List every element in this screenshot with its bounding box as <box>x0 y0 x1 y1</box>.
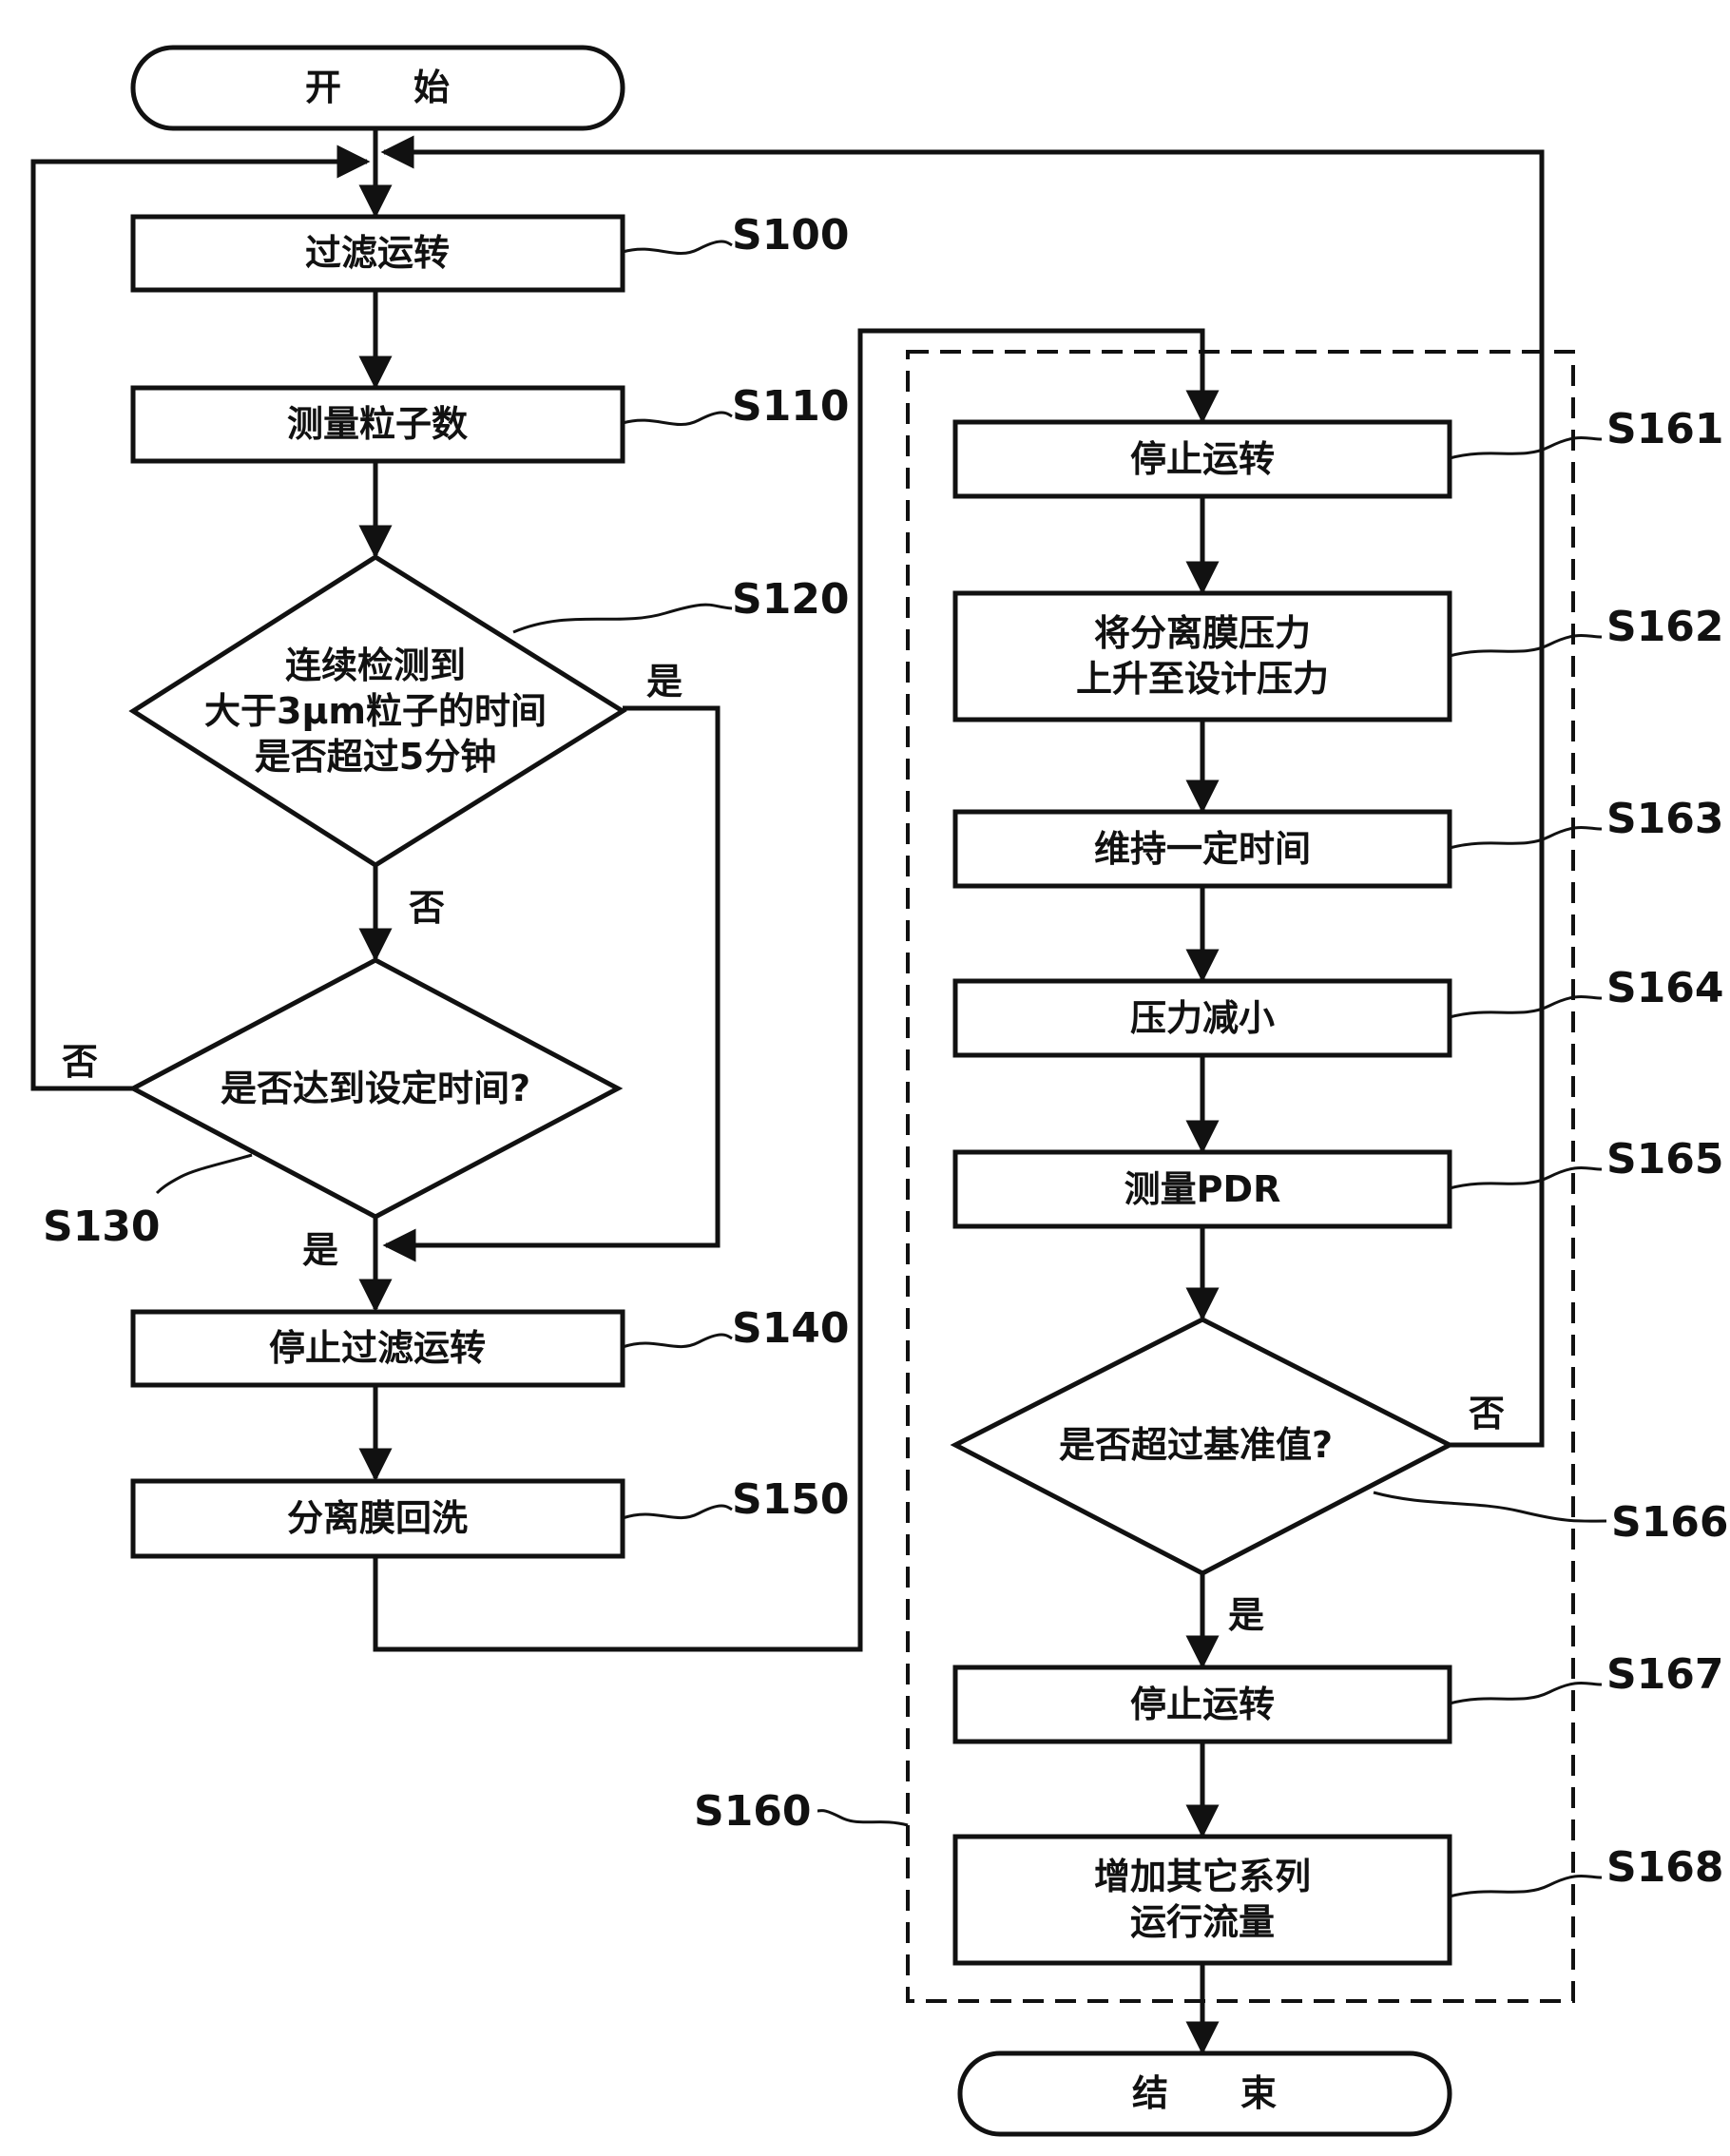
branch-s166-no: 否 <box>1469 1393 1505 1434</box>
branch-s166-yes: 是 <box>1228 1594 1264 1636</box>
end-terminal <box>957 2050 1452 2137</box>
node-end-text-line-0: 结 束 <box>1132 2072 1277 2114</box>
label-s163: S163 <box>1606 795 1724 843</box>
node-s140-text-line-0: 停止过滤运转 <box>269 1327 486 1369</box>
label-leaders <box>155 240 1607 1898</box>
connectors <box>30 128 1545 2055</box>
node-s163-text-line-0: 维持一定时间 <box>1094 828 1311 870</box>
label-s110: S110 <box>732 382 850 431</box>
label-s165: S165 <box>1606 1135 1724 1184</box>
node-s164-text-line-0: 压力减小 <box>1130 997 1275 1039</box>
label-s161: S161 <box>1606 405 1724 453</box>
step-labels: S100 S110 S120 S130 S140 S150 S161 S162 … <box>43 211 1729 1892</box>
arrow-s150-s161 <box>373 328 1220 1652</box>
node-s161-text-line-0: 停止运转 <box>1130 438 1275 480</box>
label-s160-group: S160 <box>694 1787 812 1836</box>
decision-s120 <box>128 554 627 868</box>
node-s165-text-line-0: 测量PDR <box>1124 1168 1281 1210</box>
branch-s120-yes: 是 <box>646 661 682 703</box>
process-s110 <box>130 385 625 464</box>
node-s150-text-line-0: 分离膜回洗 <box>287 1497 468 1539</box>
node-s168-text-line-0: 增加其它系列 <box>1094 1856 1311 1897</box>
shapes <box>127 45 1455 2137</box>
process-s140 <box>130 1309 625 1388</box>
branch-s130-no: 否 <box>62 1041 98 1083</box>
label-s167: S167 <box>1606 1650 1724 1699</box>
label-s140: S140 <box>732 1304 850 1353</box>
process-s150 <box>130 1478 625 1559</box>
process-s161 <box>952 419 1452 499</box>
node-s167-text-line-0: 停止运转 <box>1130 1684 1275 1725</box>
process-s168 <box>952 1834 1452 1966</box>
node-s130-text-line-0: 是否达到设定时间? <box>221 1068 530 1109</box>
group-s160-frame <box>906 350 1575 2003</box>
node-s166-text-line-0: 是否超过基准值? <box>1059 1424 1333 1466</box>
branch-labels: 是 否 否 是 否 是 <box>62 661 1505 1636</box>
decision-s130 <box>127 957 624 1220</box>
label-s164: S164 <box>1606 964 1724 1012</box>
process-s164 <box>952 978 1452 1058</box>
node-s120-text-line-0: 连续检测到 <box>285 645 466 686</box>
label-s168: S168 <box>1606 1843 1724 1892</box>
node-start-text-line-0: 开 始 <box>305 67 450 108</box>
branch-s120-no: 否 <box>409 887 445 929</box>
node-s162-text-line-0: 将分离膜压力 <box>1094 612 1311 654</box>
process-s162 <box>952 590 1452 722</box>
process-s163 <box>952 809 1452 889</box>
node-s162-text-line-1: 上升至设计压力 <box>1076 658 1329 700</box>
label-s120: S120 <box>732 575 850 624</box>
arrow-s130-no <box>30 144 371 1091</box>
arrow-s120-yes <box>382 705 721 1262</box>
start-terminal <box>130 45 625 131</box>
node-s120-text-line-2: 是否超过5分钟 <box>255 736 496 778</box>
process-s165 <box>952 1149 1452 1229</box>
label-s166: S166 <box>1611 1498 1729 1547</box>
process-s100 <box>130 214 625 293</box>
node-s110-text-line-0: 测量粒子数 <box>287 403 468 445</box>
process-s167 <box>952 1665 1452 1744</box>
decision-s166 <box>950 1317 1455 1576</box>
branch-s130-yes: 是 <box>302 1229 338 1271</box>
label-s130: S130 <box>43 1203 161 1251</box>
arrow-s166-no <box>380 135 1545 1448</box>
label-s100: S100 <box>732 211 850 260</box>
label-s162: S162 <box>1606 603 1724 651</box>
node-texts: 开 始过滤运转测量粒子数连续检测到大于3μm粒子的时间是否超过5分钟是否达到设定… <box>204 67 1333 2114</box>
label-s150: S150 <box>732 1475 850 1524</box>
node-s100-text-line-0: 过滤运转 <box>305 232 450 274</box>
node-s168-text-line-1: 运行流量 <box>1130 1901 1275 1943</box>
node-s120-text-line-1: 大于3μm粒子的时间 <box>204 690 547 732</box>
